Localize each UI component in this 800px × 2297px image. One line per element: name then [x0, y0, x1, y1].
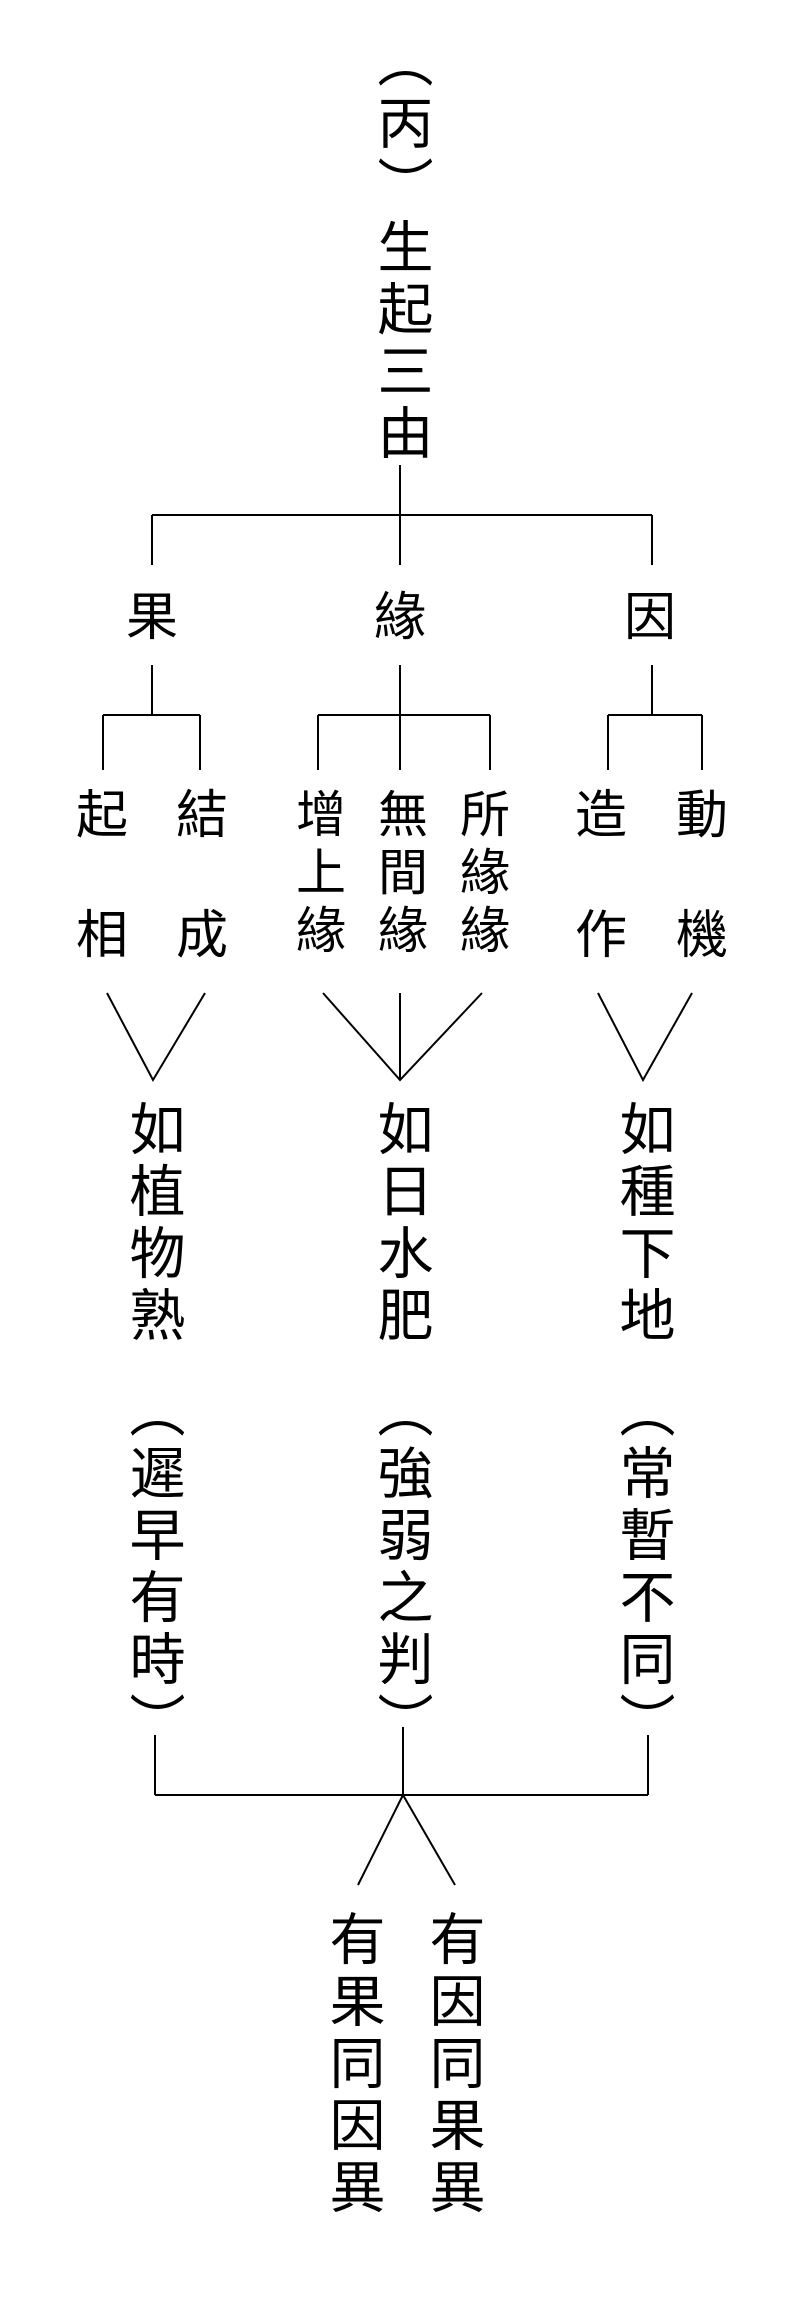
branch-head-fruit: 果 — [126, 588, 179, 648]
condition-simile: 如日水肥 — [368, 1100, 433, 1348]
right-funnel — [597, 992, 693, 1083]
left-funnel — [106, 992, 206, 1083]
fruit-note: （遲早有時） — [120, 1382, 185, 1754]
fruit-simile: 如植物熟 — [120, 1100, 185, 1348]
condition-note: （強弱之判） — [368, 1382, 433, 1754]
conclusion-line-2: 有果同因異 — [320, 1910, 385, 2220]
cause-item-1-bottom: 作 — [575, 906, 628, 966]
condition-item-2: 無間緣 — [370, 788, 428, 962]
merge-diag-right — [402, 1794, 456, 1886]
middle-funnel — [322, 992, 483, 1082]
cause-item-2-top: 動 — [676, 786, 729, 846]
branch-head-cause: 因 — [624, 588, 677, 648]
merge-diag-left — [357, 1794, 404, 1886]
fruit-item-2-top: 結 — [176, 786, 229, 846]
fruit-item-1-bottom: 相 — [76, 906, 129, 966]
conclusion-line-1: 有因同果異 — [420, 1910, 485, 2220]
cause-note: （常暫不同） — [610, 1382, 675, 1754]
cause-item-1-top: 造 — [575, 786, 628, 846]
cause-item-2-bottom: 機 — [676, 906, 729, 966]
fruit-item-2-bottom: 成 — [176, 906, 229, 966]
condition-item-3: 所緣緣 — [452, 788, 510, 962]
diagram-title: （丙）生起三由 — [368, 32, 433, 466]
branch-head-condition: 緣 — [374, 588, 427, 648]
condition-item-1: 增上緣 — [288, 788, 346, 962]
cause-simile: 如種下地 — [610, 1100, 675, 1348]
fruit-item-1-top: 起 — [76, 786, 129, 846]
